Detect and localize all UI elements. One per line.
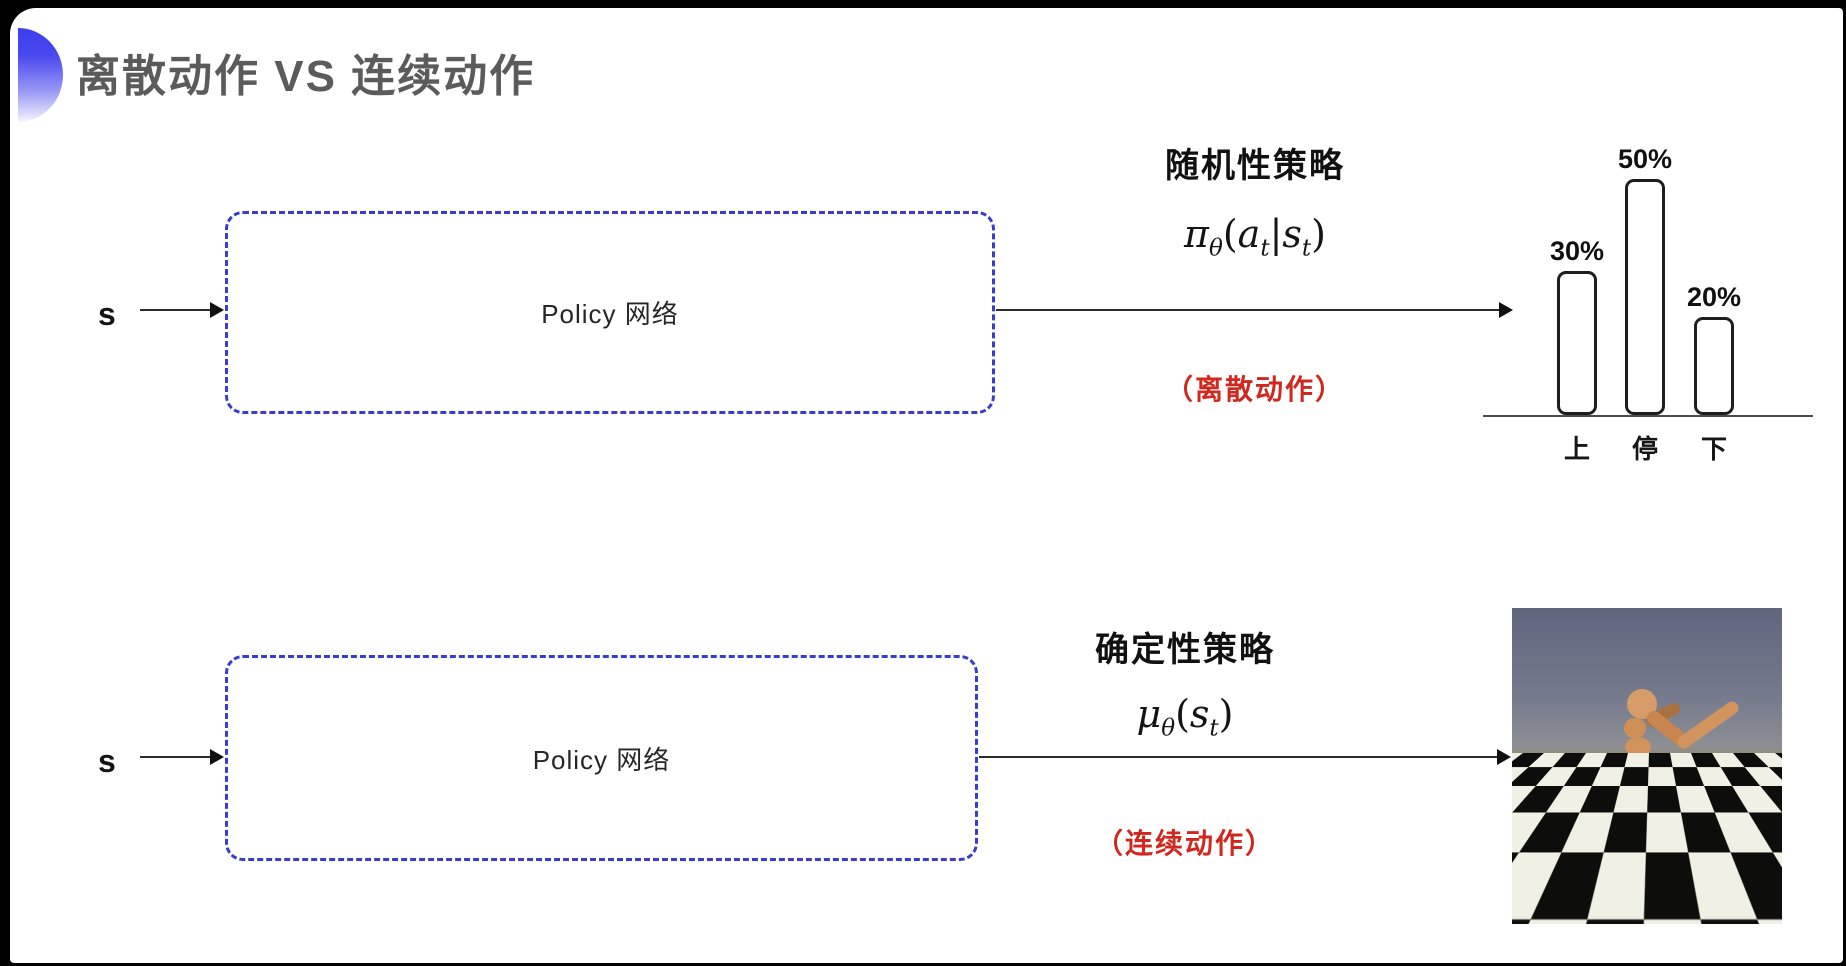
bottom-input-arrow [140,749,224,765]
probability-bar [1625,179,1665,415]
bar-category-label: 上 [1563,434,1590,464]
bar-value-label: 20% [1686,282,1742,312]
formula-conditional-bar: | [1269,212,1283,256]
formula-action-var: a [1237,212,1261,256]
continuous-action-note: （连续动作） [1094,828,1275,859]
formula-state-var: s [1282,212,1302,256]
bar-value-label: 50% [1617,144,1673,174]
bottom-output-arrow [979,749,1511,765]
bottom-policy-network-label: Policy 网络 [532,744,671,775]
chart-baseline [1483,415,1813,417]
top-input-arrow [140,302,224,318]
formula-pi-subscript: θ [1208,235,1223,262]
title-bullet-icon [18,28,63,122]
arrowhead-icon [1499,302,1513,318]
humanoid-simulation-image [1512,608,1782,924]
formula-mu-subscript: θ [1161,715,1176,742]
arrowhead-icon [210,302,224,318]
top-policy-network-box: Policy 网络 [225,211,995,414]
formula-open-paren: ( [1175,692,1190,736]
arrowhead-icon [210,749,224,765]
arrowhead-icon [1497,749,1511,765]
probability-bar [1694,317,1734,415]
slide-background: 离散动作 VS 连续动作 s Policy 网络 随机性策略 πθ(at|st)… [10,8,1843,963]
stochastic-policy-formula: πθ(at|st) [1110,212,1400,262]
top-state-input-label: s [98,296,116,332]
bottom-policy-network-box: Policy 网络 [225,655,978,861]
bar-category-label: 停 [1631,434,1658,464]
formula-state-subscript: t [1209,715,1219,742]
bar-value-label: 30% [1549,236,1605,266]
deterministic-policy-formula: μθ(st) [1035,692,1335,742]
humanoid-robot-figure [1561,689,1739,922]
formula-open-paren: ( [1222,212,1238,256]
formula-action-subscript: t [1260,235,1270,262]
formula-close-paren: ) [1218,692,1234,736]
top-policy-network-label: Policy 网络 [541,299,679,329]
formula-state-subscript: t [1301,235,1312,262]
probability-bar [1557,271,1597,415]
bottom-state-input-label: s [98,743,116,779]
stochastic-policy-title: 随机性策略 [1165,147,1345,185]
deterministic-policy-title: 确定性策略 [1095,631,1275,669]
discrete-action-note: （离散动作） [1164,374,1345,405]
formula-close-paren: ) [1311,212,1326,256]
page-title: 离散动作 VS 连续动作 [76,52,536,101]
action-probability-chart: 30% 上 50% 停 20% 下 [1483,108,1813,464]
top-output-arrow [996,302,1513,318]
bar-category-label: 下 [1700,434,1727,464]
formula-state-var: s [1189,692,1210,736]
formula-pi: π [1184,212,1209,256]
formula-mu: μ [1136,692,1162,736]
